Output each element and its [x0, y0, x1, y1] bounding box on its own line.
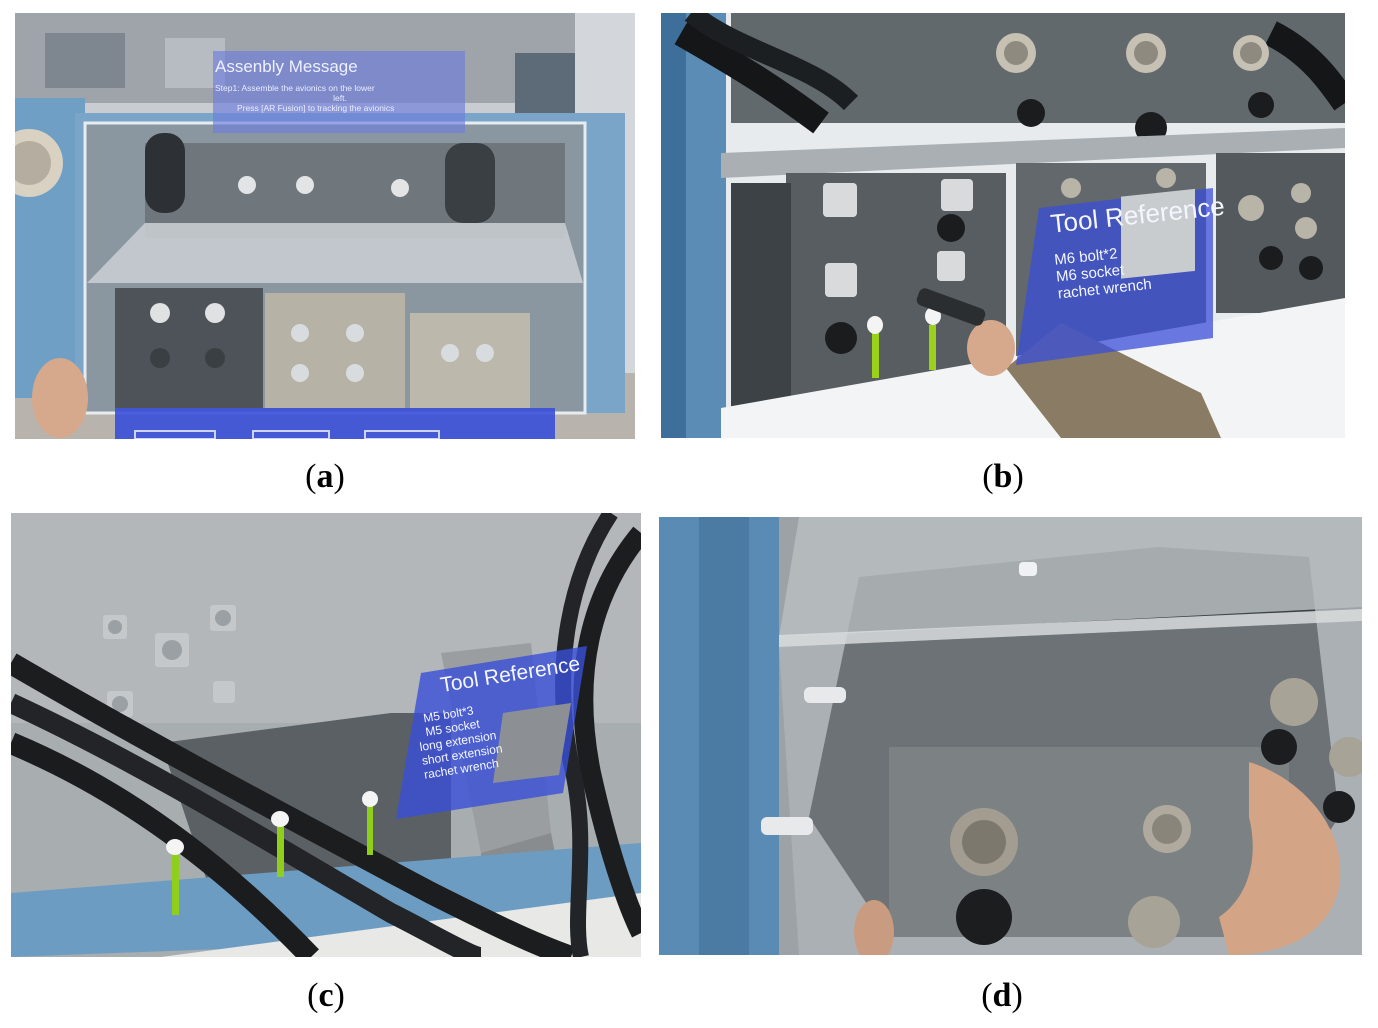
photo-b: Tool Reference M6 bolt*2 M6 socket rache… — [661, 13, 1345, 438]
caption-c-letter: c — [318, 977, 334, 1014]
photo-c: Tool Reference M5 bolt*3 M5 socket long … — [11, 513, 641, 957]
photo-d — [659, 517, 1362, 955]
assembly-message-line2: left. — [333, 93, 347, 103]
caption-a: (a) — [305, 458, 345, 495]
assembly-message-line1: Step1: Assemble the avionics on the lowe… — [215, 83, 375, 93]
assembly-message-line3: Press [AR Fusion] to tracking the avioni… — [237, 103, 395, 113]
assembly-message-title: Assenbly Message — [215, 57, 358, 76]
tool-reference-panel-b: Tool Reference M6 bolt*2 M6 socket rache… — [1049, 191, 1226, 303]
caption-d: (d) — [981, 977, 1023, 1014]
photo-b-scene — [661, 13, 1345, 438]
caption-d-letter: d — [992, 977, 1012, 1014]
photo-d-scene — [659, 517, 1362, 955]
caption-b-letter: b — [993, 458, 1013, 495]
photo-a-scene — [15, 13, 635, 439]
caption-b: (b) — [982, 458, 1024, 495]
photo-c-scene — [11, 513, 641, 957]
caption-a-letter: a — [316, 458, 334, 495]
photo-a: Assenbly Message Step1: Assemble the avi… — [15, 13, 635, 439]
assembly-message-panel: Assenbly Message Step1: Assemble the avi… — [215, 57, 465, 113]
caption-c: (c) — [307, 977, 345, 1014]
